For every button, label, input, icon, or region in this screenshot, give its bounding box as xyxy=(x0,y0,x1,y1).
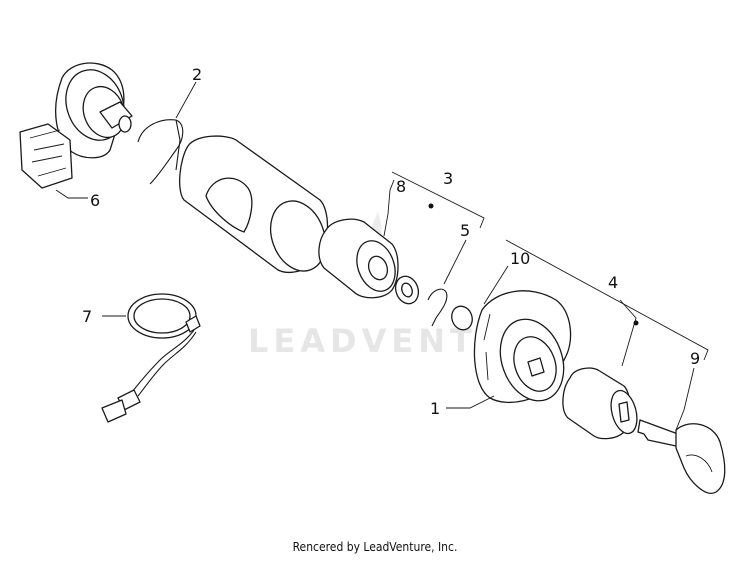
callout-5: 5 xyxy=(460,221,470,240)
leader-lines xyxy=(55,81,709,431)
callout-9: 9 xyxy=(690,349,700,368)
o-ring-part-10 xyxy=(451,305,473,331)
ignition-switch-part-6 xyxy=(19,62,133,189)
callout-4: 4 xyxy=(608,273,618,292)
callout-6: 6 xyxy=(90,191,100,210)
callout-8: 8 xyxy=(396,177,406,196)
sleeve-tube xyxy=(178,135,329,273)
bracket-dot-4 xyxy=(633,320,639,326)
lock-cylinder xyxy=(562,367,638,440)
callout-3: 3 xyxy=(443,169,453,188)
washer xyxy=(394,275,420,305)
key-part-9 xyxy=(637,419,726,494)
callout-2: 2 xyxy=(192,65,202,84)
ring-harness-part-7 xyxy=(101,293,201,423)
callout-7: 7 xyxy=(82,307,92,326)
bushing-part-8 xyxy=(318,218,399,299)
callout-10: 10 xyxy=(510,249,530,268)
footer-credit: Rencered by LeadVenture, Inc. xyxy=(292,540,458,554)
wire-spring-part-5 xyxy=(427,288,448,327)
lock-housing-part-1 xyxy=(473,290,572,404)
callout-1: 1 xyxy=(430,399,440,418)
spring-clip-part-2 xyxy=(137,119,184,185)
bracket-dot-3 xyxy=(428,203,434,209)
